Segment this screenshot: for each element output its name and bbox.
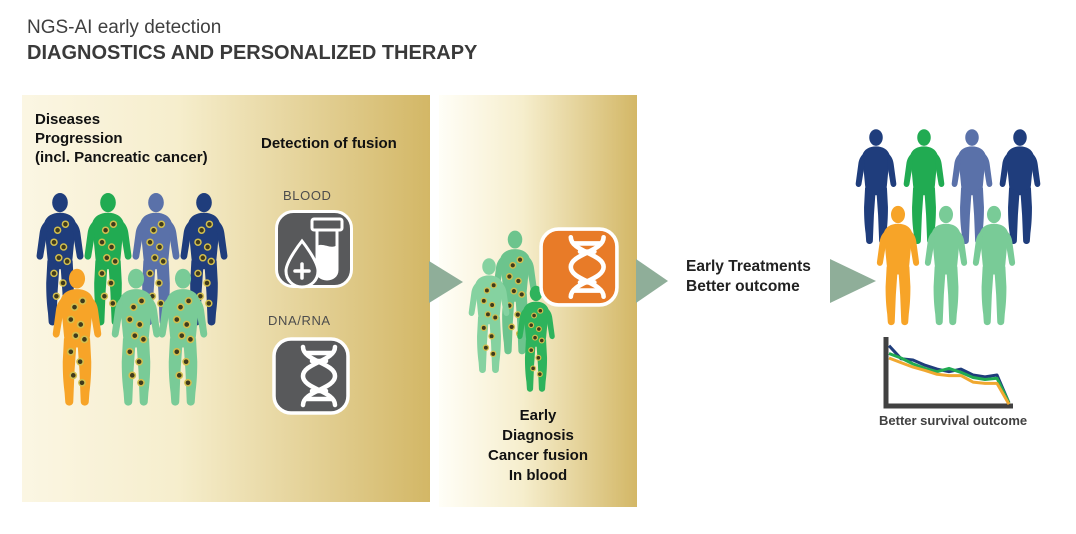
survival-chart xyxy=(883,337,1013,409)
header: NGS-AI early detection DIAGNOSTICS AND P… xyxy=(27,16,477,66)
survival-chart-caption: Better survival outcome xyxy=(879,413,1028,428)
flow-arrow-icon xyxy=(830,259,876,303)
dna-rna-label: DNA/RNA xyxy=(268,313,331,328)
early-treatments-label: Early Treatments Better outcome xyxy=(686,258,811,295)
blood-test-icon xyxy=(275,210,353,289)
flow-arrow-icon xyxy=(429,261,463,303)
flow-arrow-icon xyxy=(636,259,668,303)
page-title: DIAGNOSTICS AND PERSONALIZED THERAPY xyxy=(27,42,478,64)
blood-label: BLOOD xyxy=(283,188,332,203)
cancer-fusion-dna-icon xyxy=(539,227,619,307)
chart-axes xyxy=(883,337,1013,409)
detection-of-fusion-heading: Detection of fusion xyxy=(261,135,397,152)
dna-rna-icon xyxy=(272,337,350,415)
early-diagnosis-caption: Early Diagnosis Cancer fusion In blood xyxy=(487,407,589,484)
diseases-progression-heading: Diseases Progression (incl. Pancreatic c… xyxy=(35,111,208,166)
header-subtitle: NGS-AI early detection xyxy=(27,17,222,38)
